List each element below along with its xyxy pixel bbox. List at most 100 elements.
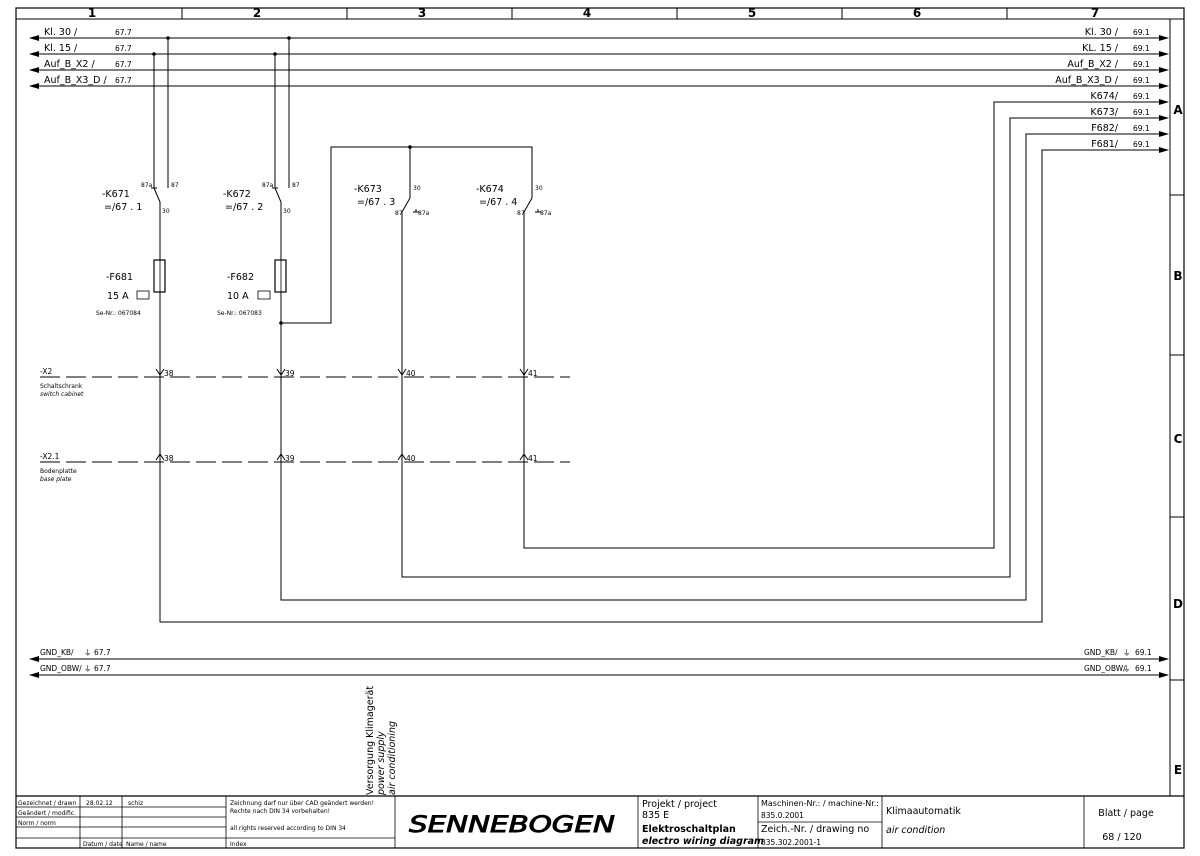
drawn-label: Gezeichnet / drawn bbox=[18, 800, 76, 807]
machine-value: 835.0.2001 bbox=[761, 811, 804, 820]
rail-label: Kl. 30 / bbox=[1085, 27, 1119, 38]
relay-contacts bbox=[151, 174, 541, 215]
title-block-text: Gezeichnet / drawn 28.02.12 schiz Geände… bbox=[18, 799, 1154, 848]
sheet-title: Klimaautomatik bbox=[886, 806, 961, 817]
row-letter: A bbox=[1173, 103, 1183, 117]
gnd-label: GND_OBW/ bbox=[1084, 664, 1126, 673]
output-label: F681/ bbox=[1091, 139, 1119, 150]
ground-icon: ⏚ bbox=[1123, 664, 1131, 673]
section-label-en-1: power supply bbox=[376, 731, 387, 796]
gnd-ref: 69.1 bbox=[1135, 664, 1152, 673]
terminal-pin: 40 bbox=[406, 369, 416, 378]
column-number: 5 bbox=[748, 6, 756, 20]
relay-ref: =/67 . 2 bbox=[225, 202, 263, 213]
terminal-pin: 40 bbox=[406, 454, 416, 463]
rail-ref: 69.1 bbox=[1133, 60, 1150, 69]
gnd-label: GND_KB/ bbox=[1084, 648, 1118, 657]
row-letter: B bbox=[1173, 269, 1182, 283]
copyright-line-3: all rights reserved according to DIN 34 bbox=[230, 825, 346, 832]
relay-pin: 87a bbox=[540, 210, 552, 217]
relay-pin: 87a bbox=[418, 210, 430, 217]
column-number: 6 bbox=[913, 6, 921, 20]
rail-labels-right: Kl. 30 / 69.1 KL. 15 / 69.1 Auf_B_X2 / 6… bbox=[1055, 27, 1150, 86]
column-number: 3 bbox=[418, 6, 426, 20]
rail-ref: 67.7 bbox=[115, 28, 132, 37]
terminal-pin: 38 bbox=[164, 369, 174, 378]
terminal-labels: -X2 Schaltschrank switch cabinet 38 39 4… bbox=[40, 367, 538, 483]
column-number: 2 bbox=[253, 6, 261, 20]
fuse-symbols bbox=[136, 259, 287, 300]
drawn-name: schiz bbox=[128, 800, 143, 807]
ground-rails bbox=[29, 656, 1169, 678]
rail-label: Kl. 30 / bbox=[44, 27, 78, 38]
page-number: 68 / 120 bbox=[1102, 832, 1141, 843]
output-lines bbox=[159, 99, 1169, 623]
drawing-label: Zeich.-Nr. / drawing no bbox=[761, 824, 869, 835]
terminal-strip-lines bbox=[40, 376, 570, 463]
rail-label: KL. 15 / bbox=[1082, 43, 1119, 54]
date-label: Datum / date bbox=[83, 841, 123, 848]
terminal-pin: 41 bbox=[528, 454, 538, 463]
gnd-ref: 67.7 bbox=[94, 664, 111, 673]
relay-ref: =/67 . 4 bbox=[479, 197, 517, 208]
rail-ref: 69.1 bbox=[1133, 28, 1150, 37]
relay-pin: 30 bbox=[162, 208, 170, 215]
drawn-date: 28.02.12 bbox=[86, 800, 113, 807]
fuse-label: -F681 bbox=[106, 272, 133, 283]
terminal-strip-desc: Bodenplatte bbox=[40, 468, 77, 475]
output-label: F682/ bbox=[1091, 123, 1119, 134]
rail-ref: 67.7 bbox=[115, 44, 132, 53]
terminal-markers bbox=[155, 368, 529, 461]
column-numbers: 1 2 3 4 5 6 7 bbox=[88, 6, 1099, 20]
relay-label: -K671 bbox=[102, 189, 130, 200]
row-letter: E bbox=[1174, 763, 1182, 777]
relay-pin: 87 bbox=[171, 182, 179, 189]
rail-ref: 67.7 bbox=[115, 60, 132, 69]
wire-junctions bbox=[152, 36, 412, 325]
relay-ref: =/67 . 3 bbox=[357, 197, 395, 208]
column-number: 1 bbox=[88, 6, 96, 20]
relay-pin: 87 bbox=[395, 210, 403, 217]
column-number: 7 bbox=[1091, 6, 1099, 20]
terminal-pin: 39 bbox=[285, 369, 295, 378]
circuit-wiring bbox=[153, 38, 533, 465]
relay-pin: 30 bbox=[283, 208, 291, 215]
output-labels: K674/ 69.1 K673/ 69.1 F682/ 69.1 F681/ 6… bbox=[1090, 91, 1150, 150]
rail-labels-left: Kl. 30 / 67.7 Kl. 15 / 67.7 Auf_B_X2 / 6… bbox=[44, 27, 132, 86]
ground-rail-labels: GND_KB/ ⏚ 67.7 GND_OBW/ ⏚ 67.7 GND_KB/ ⏚… bbox=[40, 648, 1152, 673]
machine-label: Maschinen-Nr.: / machine-Nr.: bbox=[761, 799, 879, 808]
name-label: Name / name bbox=[126, 841, 167, 848]
relay-pin: 30 bbox=[413, 185, 421, 192]
ground-icon: ⏚ bbox=[84, 648, 92, 657]
output-ref: 69.1 bbox=[1133, 124, 1150, 133]
gnd-label: GND_OBW/ bbox=[40, 664, 82, 673]
terminal-strip-desc-en: switch cabinet bbox=[40, 391, 84, 398]
fuse-label: -F682 bbox=[227, 272, 254, 283]
fuse-part-number: Se-Nr.: 067083 bbox=[217, 310, 262, 317]
relay-pin: 87a bbox=[262, 182, 274, 189]
project-value: 835 E bbox=[642, 810, 669, 821]
terminal-pin: 38 bbox=[164, 454, 174, 463]
gnd-ref: 69.1 bbox=[1135, 648, 1152, 657]
company-logo: SENNEBOGEN bbox=[409, 813, 615, 838]
relay-labels: -K671 =/67 . 1 87a 87 30 -K672 =/67 . 2 … bbox=[102, 182, 552, 217]
rail-label: Kl. 15 / bbox=[44, 43, 78, 54]
output-ref: 69.1 bbox=[1133, 108, 1150, 117]
rail-ref: 69.1 bbox=[1133, 76, 1150, 85]
gnd-label: GND_KB/ bbox=[40, 648, 74, 657]
rail-label: Auf_B_X2 / bbox=[1067, 59, 1118, 70]
terminal-strip-desc-en: base plate bbox=[40, 476, 72, 483]
supply-rails bbox=[29, 35, 1169, 89]
section-label: Versorgung Klimagerät power supply air c… bbox=[365, 686, 398, 796]
modif-label: Geändert / modific. bbox=[18, 810, 76, 817]
terminal-strip-desc: Schaltschrank bbox=[40, 383, 83, 390]
title-block bbox=[16, 795, 1184, 848]
relay-pin: 87 bbox=[292, 182, 300, 189]
index-label: Index bbox=[230, 841, 247, 848]
rail-label: Auf_B_X3_D / bbox=[1055, 75, 1119, 86]
norm-label: Norm / norm bbox=[18, 820, 56, 827]
rail-label: Auf_B_X3_D / bbox=[44, 75, 108, 86]
rail-label: Auf_B_X2 / bbox=[44, 59, 95, 70]
relay-pin: 30 bbox=[535, 185, 543, 192]
column-number: 4 bbox=[583, 6, 591, 20]
